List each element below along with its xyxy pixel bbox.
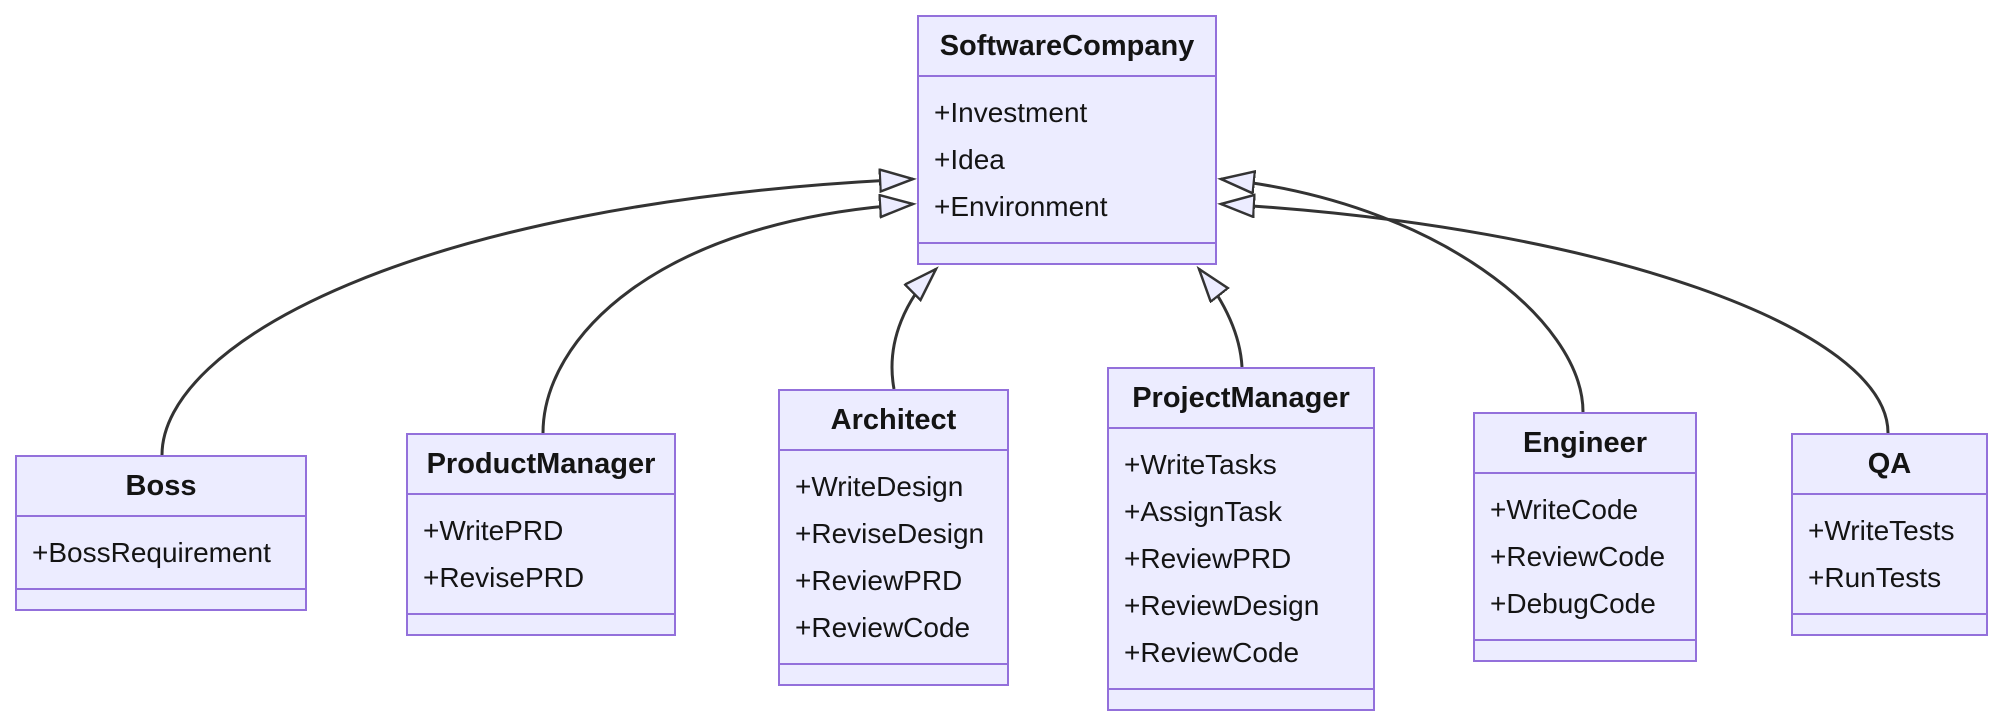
class-node-architect: Architect +WriteDesign +ReviseDesign +Revi… (778, 389, 1009, 686)
class-member: +ReviseDesign (795, 518, 985, 549)
class-methods-empty (1109, 688, 1373, 709)
class-title: Boss (17, 457, 305, 517)
class-title: ProjectManager (1109, 369, 1373, 429)
class-member: +ReviewPRD (795, 565, 963, 596)
class-member: +ReviewCode (1124, 637, 1300, 668)
class-title: Architect (780, 391, 1007, 451)
edge-architect-to-softwarecompany (890, 269, 936, 390)
class-member: +ReviewCode (795, 612, 971, 643)
class-node-qa: QA +WriteTests +RunTests (1791, 433, 1988, 636)
class-methods-empty (408, 613, 674, 634)
class-methods-empty (780, 663, 1007, 684)
class-node-project-manager: ProjectManager +WriteTasks +AssignTask +Re… (1107, 367, 1375, 711)
edge-projectmanager-to-softwarecompany (1199, 269, 1244, 368)
class-member: +WriteCode (1490, 494, 1639, 525)
class-title: QA (1793, 435, 1986, 495)
edge-boss-to-softwarecompany (160, 179, 913, 456)
class-member: +ReviewPRD (1124, 543, 1292, 574)
class-methods-empty (1475, 639, 1695, 660)
class-member: +ReviewDesign (1124, 590, 1320, 621)
class-node-boss: Boss +BossRequirement (15, 455, 307, 611)
class-member: +ReviewCode (1490, 541, 1666, 572)
class-members: +WriteTasks +AssignTask +ReviewPRD +ReviewD… (1109, 429, 1373, 688)
class-member: +WriteTasks (1124, 449, 1277, 480)
class-member: +WriteTests (1808, 515, 1955, 546)
class-member: +DebugCode (1490, 588, 1656, 619)
class-title: Engineer (1475, 414, 1695, 474)
edge-qa-to-softwarecompany (1221, 204, 1890, 434)
class-member: +AssignTask (1124, 496, 1282, 527)
class-member: +BossRequirement (32, 537, 271, 568)
class-member: +Idea (934, 144, 1005, 175)
class-title: ProductManager (408, 435, 674, 495)
class-node-software-company: SoftwareCompany +Investment +Idea +Environ… (917, 15, 1217, 265)
class-methods-empty (1793, 613, 1986, 634)
class-member: +WritePRD (423, 515, 564, 546)
class-members: +WriteDesign +ReviseDesign +ReviewPRD +Revi… (780, 451, 1007, 663)
edge-productmanager-to-softwarecompany (541, 204, 913, 434)
class-methods-empty (919, 242, 1215, 263)
class-members: +WriteCode +ReviewCode +DebugCode (1475, 474, 1695, 639)
class-member: +Environment (934, 191, 1108, 222)
class-members: +WritePRD +RevisePRD (408, 495, 674, 613)
class-members: +BossRequirement (17, 517, 305, 588)
class-title: SoftwareCompany (919, 17, 1215, 77)
class-methods-empty (17, 588, 305, 609)
class-member: +Investment (934, 97, 1088, 128)
class-member: +RevisePRD (423, 562, 585, 593)
class-node-engineer: Engineer +WriteCode +ReviewCode +DebugCode (1473, 412, 1697, 662)
class-members: +Investment +Idea +Environment (919, 77, 1215, 242)
class-member: +WriteDesign (795, 471, 964, 502)
class-members: +WriteTests +RunTests (1793, 495, 1986, 613)
edge-engineer-to-softwarecompany (1221, 179, 1585, 413)
class-node-product-manager: ProductManager +WritePRD +RevisePRD (406, 433, 676, 636)
class-member: +RunTests (1808, 562, 1942, 593)
